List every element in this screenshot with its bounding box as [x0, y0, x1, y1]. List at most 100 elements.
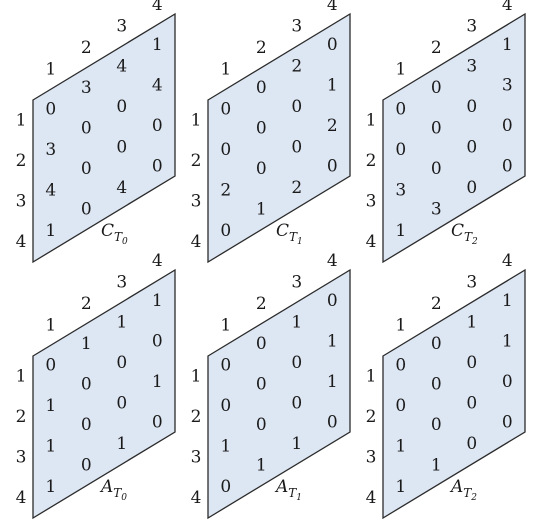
matrix-cell: 1 [256, 456, 267, 476]
matrix-label-letter: C [451, 221, 464, 241]
matrix-cell: 0 [431, 119, 442, 139]
matrix-cell: 0 [431, 159, 442, 179]
matrix-plane [32, 12, 176, 264]
column-index-label: 1 [220, 315, 231, 335]
matrix-cell: 0 [291, 97, 302, 117]
matrix-cell: 1 [327, 76, 338, 96]
matrix-cell: 0 [256, 78, 267, 98]
matrix-cell: 0 [431, 78, 442, 98]
column-index-label: 3 [291, 16, 302, 36]
matrix-cell: 0 [466, 178, 477, 198]
matrix-cell: 0 [81, 375, 92, 395]
matrix-cell: 3 [395, 181, 406, 201]
matrix-label: CT2 [451, 221, 478, 247]
row-index-label: 4 [366, 232, 377, 252]
matrix-cell: 0 [466, 434, 477, 454]
matrix-cell: 0 [116, 138, 127, 158]
row-index-label: 1 [366, 110, 377, 130]
matrix-cell: 1 [152, 372, 163, 392]
column-index-label: 4 [152, 251, 163, 271]
matrix-cell: 1 [81, 334, 92, 354]
matrix-cell: 0 [116, 353, 127, 373]
matrix-cell: 0 [220, 140, 231, 160]
matrix-cell: 0 [291, 394, 302, 414]
row-index-label: 3 [16, 191, 27, 211]
matrix-cell: 0 [81, 415, 92, 435]
row-index-label: 4 [16, 488, 27, 508]
row-index-label: 4 [366, 488, 377, 508]
row-index-label: 3 [191, 447, 202, 467]
matrix-cell: 4 [152, 76, 163, 96]
column-index-label: 1 [395, 315, 406, 335]
matrix-cell: 0 [466, 353, 477, 373]
matrix-cell: 1 [291, 434, 302, 454]
matrix-cell: 1 [45, 396, 56, 416]
column-index-label: 3 [291, 272, 302, 292]
matrix-label-subsubscript: 0 [121, 493, 127, 503]
column-index-label: 3 [466, 272, 477, 292]
matrix-label-letter: C [101, 221, 114, 241]
column-index-label: 2 [256, 294, 267, 314]
column-index-label: 1 [395, 59, 406, 79]
matrix-cell: 0 [152, 116, 163, 136]
matrix-cell: 1 [220, 437, 231, 457]
matrix-label: AT1 [274, 477, 302, 503]
matrix-label-letter: A [274, 477, 288, 497]
matrix-label-subsubscript: 2 [470, 493, 477, 503]
column-index-label: 2 [81, 294, 92, 314]
matrix-cell: 1 [327, 372, 338, 392]
row-index-label: 1 [191, 366, 202, 386]
matrix-cell: 0 [466, 97, 477, 117]
column-index-label: 2 [81, 38, 92, 58]
matrix-cell: 0 [395, 356, 406, 376]
matrix-cell: 2 [220, 181, 231, 201]
matrix-cell: 1 [152, 291, 163, 311]
matrix-label: AT0 [99, 477, 127, 503]
row-index-label: 2 [191, 151, 202, 171]
matrix-label-subscript: T [114, 230, 123, 244]
matrix-plane [207, 268, 351, 520]
matrix-label-subscript: T [463, 486, 472, 500]
matrix-cell: 0 [466, 394, 477, 414]
matrix-cell: 1 [431, 456, 442, 476]
matrix-cell: 4 [45, 181, 56, 201]
matrix-cell: 0 [220, 396, 231, 416]
matrix-cell: 2 [327, 116, 338, 136]
matrix-cell: 0 [152, 413, 163, 433]
matrix-cell: 3 [466, 57, 477, 77]
column-index-label: 4 [152, 0, 163, 15]
matrix-label-subscript: T [113, 486, 122, 500]
row-index-label: 2 [16, 407, 27, 427]
matrix-cell: 1 [45, 437, 56, 457]
matrix-cell: 0 [220, 221, 231, 241]
column-index-label: 4 [327, 0, 338, 15]
matrix-cell: 0 [431, 415, 442, 435]
matrix-cell: 0 [256, 415, 267, 435]
matrix-label: CT0 [101, 221, 128, 247]
matrix-cell: 0 [327, 157, 338, 177]
matrix-cell: 0 [45, 356, 56, 376]
matrix-cell: 1 [502, 291, 513, 311]
matrix-cell: 0 [431, 375, 442, 395]
matrix-cell: 0 [395, 396, 406, 416]
matrix-cell: 0 [81, 456, 92, 476]
matrix-label-letter: A [99, 477, 113, 497]
matrix-label-subsubscript: 1 [297, 237, 303, 247]
matrix-label: CT1 [276, 221, 303, 247]
matrix-cell: 1 [116, 313, 127, 333]
matrix-cell: 0 [327, 413, 338, 433]
matrix-label-subsubscript: 1 [296, 493, 302, 503]
matrix-label-subscript: T [464, 230, 473, 244]
matrix-cell: 1 [152, 35, 163, 55]
matrix-cell: 1 [502, 332, 513, 352]
matrix-cell: 0 [220, 356, 231, 376]
matrix-plane [382, 268, 526, 520]
column-index-label: 4 [502, 251, 513, 271]
matrix-cell: 1 [395, 477, 406, 497]
column-index-label: 1 [45, 59, 56, 79]
row-index-label: 4 [191, 488, 202, 508]
matrix-cell: 4 [116, 57, 127, 77]
